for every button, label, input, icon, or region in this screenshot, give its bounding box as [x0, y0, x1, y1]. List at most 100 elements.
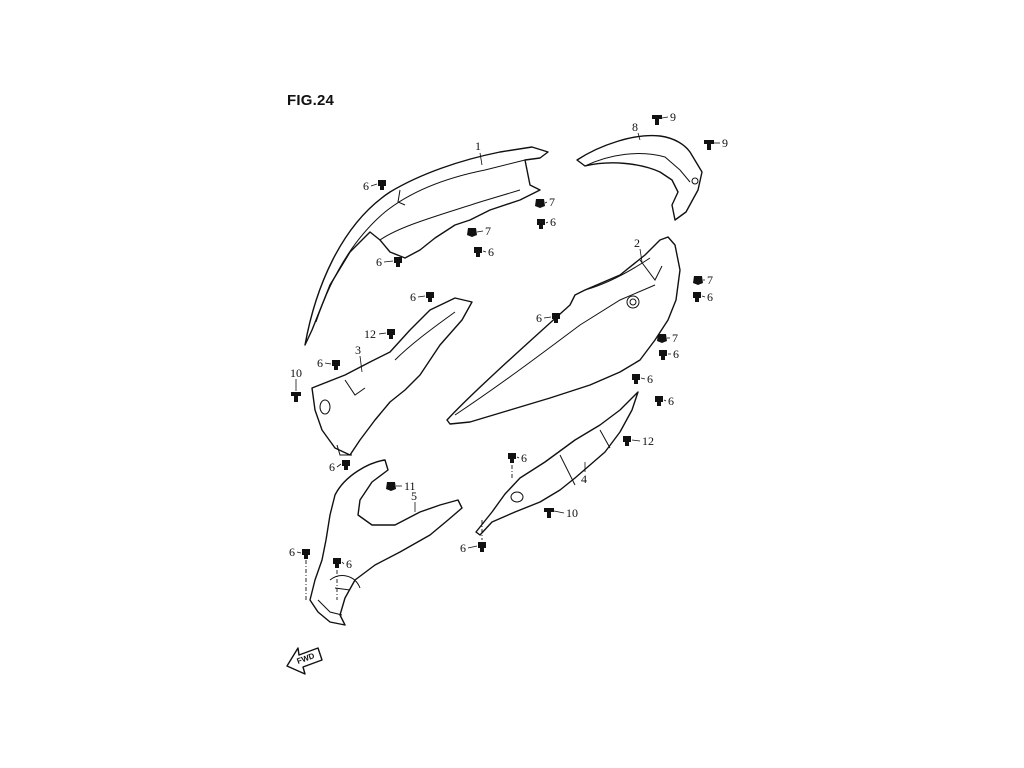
fastener-number: 10 — [290, 366, 302, 380]
part-1-upper-side-cover — [304, 146, 549, 346]
fastener-leader-line — [378, 332, 387, 335]
part-number-1: 1 — [475, 139, 481, 153]
part-leader-line — [479, 152, 483, 166]
fastener-number: 7 — [672, 331, 678, 345]
bolt-icon — [378, 180, 386, 190]
fastener-leader-line — [640, 377, 646, 380]
screw-icon — [652, 115, 662, 125]
fastener-leader-line — [336, 463, 342, 468]
fastener-callout-6: 6 — [363, 179, 386, 193]
fastener-callout-6: 6 — [632, 372, 653, 386]
part-number-5: 5 — [411, 489, 417, 503]
bolt-icon — [508, 453, 516, 463]
bolt-icon — [537, 219, 545, 229]
bolt-icon — [659, 350, 667, 360]
fastener-leader-line — [476, 230, 484, 233]
fastener-callout-9: 9 — [704, 136, 728, 150]
fastener-leader-line — [663, 399, 667, 402]
fastener-callout-6: 6 — [537, 215, 556, 229]
fastener-callout-7: 7 — [535, 195, 555, 209]
fastener-callout-9: 9 — [652, 110, 676, 125]
fastener-number: 10 — [566, 506, 578, 520]
fastener-callout-7: 7 — [693, 273, 713, 287]
part-5-floor-cover — [309, 459, 463, 626]
bolt-icon — [655, 396, 663, 406]
fastener-callout-7: 7 — [467, 224, 491, 238]
fastener-number: 6 — [536, 311, 542, 325]
clip-nut-icon — [535, 199, 545, 208]
fastener-number: 12 — [642, 434, 654, 448]
fastener-leader-line — [296, 551, 302, 554]
fastener-callout-11: 11 — [386, 479, 416, 493]
fastener-leader-line — [467, 545, 478, 549]
bolt-icon — [426, 292, 434, 302]
fastener-number: 6 — [329, 460, 335, 474]
part-leader-line — [639, 248, 643, 263]
fastener-number: 6 — [363, 179, 369, 193]
fastener-number: 6 — [488, 245, 494, 259]
fastener-leader-line — [543, 316, 552, 319]
fastener-number: 6 — [521, 451, 527, 465]
fastener-number: 6 — [673, 347, 679, 361]
fastener-callout-6: 6 — [536, 311, 560, 325]
fastener-number: 7 — [549, 195, 555, 209]
fastener-callout-6: 6 — [317, 356, 340, 370]
fastener-number: 6 — [376, 255, 382, 269]
bolt-icon — [632, 374, 640, 384]
fastener-leader-line — [701, 295, 706, 298]
fastener-number: 7 — [485, 224, 491, 238]
screw-icon — [544, 508, 554, 518]
part-number-4: 4 — [581, 472, 587, 486]
clip-nut-icon — [693, 276, 703, 285]
fastener-leader-line — [482, 250, 487, 253]
clip-nut-icon — [467, 228, 477, 237]
clip-nut-icon — [657, 334, 667, 343]
fastener-number: 11 — [404, 479, 416, 493]
fastener-callout-10: 10 — [290, 366, 302, 402]
fastener-callout-6: 6 — [376, 255, 402, 269]
fastener-leader-line — [324, 362, 332, 365]
part-number-3: 3 — [355, 343, 361, 357]
fastener-leader-line — [545, 221, 549, 224]
part-2-rear-side-cover — [446, 236, 681, 425]
part-3-inner-panel — [311, 297, 473, 456]
fastener-leader-line — [544, 201, 548, 204]
clip-nut-icon — [386, 482, 396, 491]
fastener-number: 6 — [647, 372, 653, 386]
fastener-callout-6: 6 — [508, 451, 527, 465]
screw-icon — [704, 140, 714, 150]
fastener-leader-line — [553, 510, 565, 514]
bolt-icon — [342, 460, 350, 470]
bolt-icon — [552, 313, 560, 323]
fastener-number: 6 — [317, 356, 323, 370]
fastener-callout-6: 6 — [410, 290, 434, 304]
fastener-number: 6 — [707, 290, 713, 304]
forward-direction-arrow: FWD — [286, 647, 323, 675]
fastener-number: 9 — [722, 136, 728, 150]
fastener-number: 6 — [668, 394, 674, 408]
fastener-callout-10: 10 — [544, 506, 578, 520]
part-leader-line — [359, 355, 363, 373]
fastener-callout-6: 6 — [460, 541, 486, 555]
fastener-callout-6: 6 — [329, 460, 350, 474]
bolt-icon — [394, 257, 402, 267]
fastener-callout-6: 6 — [289, 545, 310, 559]
bolt-icon — [332, 360, 340, 370]
part-4-lower-rear-panel — [475, 391, 639, 536]
fastener-leader-line — [516, 456, 520, 459]
bolt-icon — [623, 436, 631, 446]
fastener-number: 6 — [346, 557, 352, 571]
fastener-number: 6 — [550, 215, 556, 229]
fastener-number: 9 — [670, 110, 676, 124]
fastener-callout-12: 12 — [364, 327, 395, 341]
fastener-number: 6 — [410, 290, 416, 304]
fastener-leader-line — [661, 116, 669, 119]
fastener-leader-line — [631, 439, 641, 442]
bolt-icon — [302, 549, 310, 559]
bolt-icon — [478, 542, 486, 552]
fastener-leader-line — [417, 295, 426, 298]
screw-icon — [291, 392, 301, 402]
